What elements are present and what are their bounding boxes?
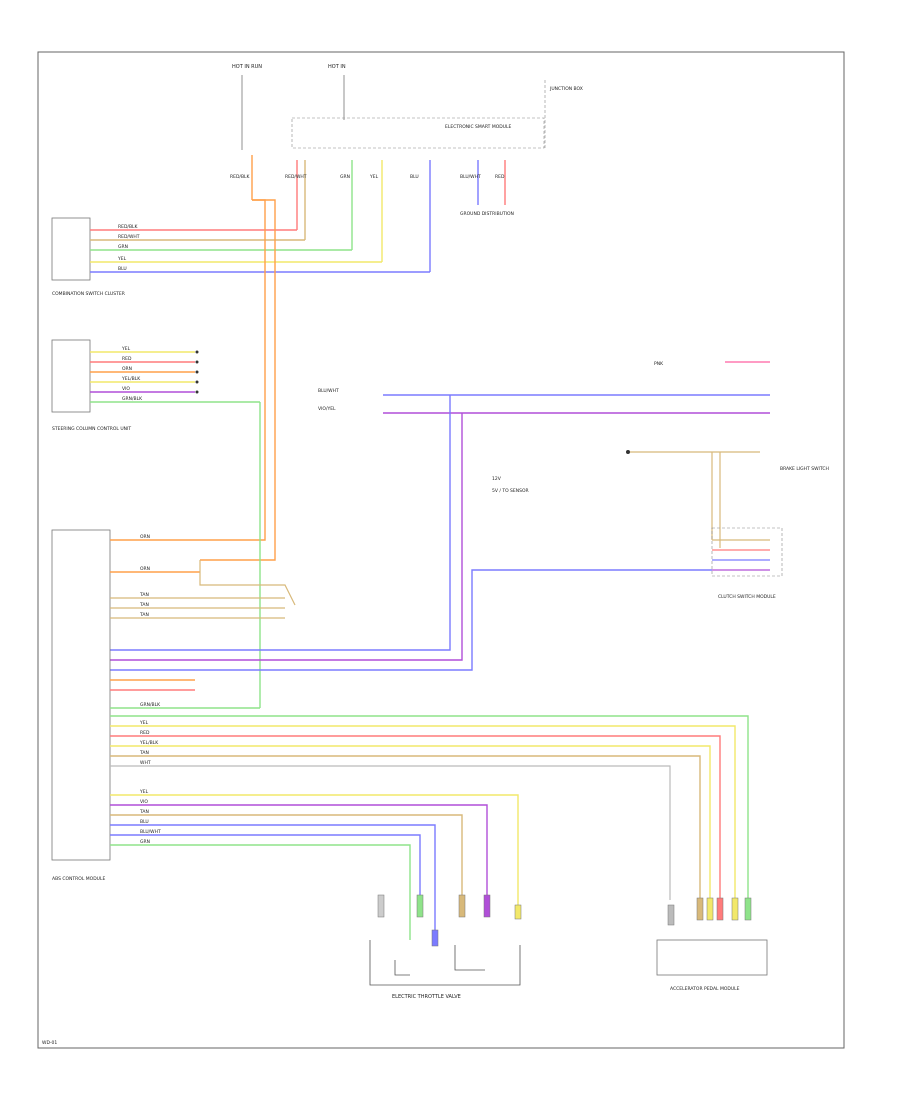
svg-text:VIO: VIO: [140, 799, 148, 805]
accel-pedal-pins: [667, 897, 752, 926]
steering-module-box: [51, 339, 91, 413]
combination-switch-box: [51, 217, 91, 281]
combination-switch-wires: RED/BLK RED/WHT GRN YEL BLU: [90, 224, 430, 273]
svg-text:TAN: TAN: [139, 750, 149, 756]
svg-text:ORN: ORN: [140, 534, 150, 540]
svg-text:GRN/BLK: GRN/BLK: [122, 396, 143, 402]
svg-text:BLU/WHT: BLU/WHT: [318, 388, 339, 394]
combination-switch-label: COMBINATION SWITCH CLUSTER: [52, 291, 125, 297]
abs-lower-wires: YEL VIO TAN BLU BLU/WHT GRN: [110, 789, 519, 940]
svg-text:BLU/WHT: BLU/WHT: [460, 174, 481, 180]
vertical-trunk-wires: [200, 199, 276, 708]
svg-text:YEL/BLK: YEL/BLK: [121, 376, 141, 382]
smart-module-label: ELECTRONIC SMART MODULE: [445, 124, 512, 130]
svg-text:TAN: TAN: [139, 602, 149, 608]
purple-drop: [110, 413, 463, 661]
svg-text:GRN: GRN: [140, 839, 150, 845]
svg-text:TAN: TAN: [139, 809, 149, 815]
svg-text:BLU/WHT: BLU/WHT: [140, 829, 161, 835]
svg-text:RED/BLK: RED/BLK: [118, 224, 139, 230]
clutch-switch-outline: [711, 527, 783, 577]
brake-switch-terminal: [626, 450, 630, 454]
svg-text:TAN: TAN: [139, 612, 149, 618]
svg-text:YEL: YEL: [139, 789, 149, 795]
svg-text:BLU: BLU: [410, 174, 419, 180]
brake-switch-label: BRAKE LIGHT SWITCH: [780, 466, 829, 472]
svg-text:GRN: GRN: [340, 174, 350, 180]
svg-text:BLU: BLU: [140, 819, 149, 825]
accel-pedal-label: ACCELERATOR PEDAL MODULE: [670, 986, 740, 992]
accel-pedal-box: [656, 939, 768, 976]
svg-text:YEL: YEL: [369, 174, 379, 180]
clutch-switch-wires: [110, 539, 770, 671]
abs-mid-wires: GRN/BLK YEL RED YEL/BLK TAN WHT: [110, 679, 749, 900]
abs-upper-wires: ORN ORN TAN TAN TAN: [110, 534, 296, 619]
abs-control-box: [51, 529, 111, 861]
steering-module-label: STEERING COLUMN CONTROL UNIT: [52, 426, 131, 432]
blue-drop: [110, 395, 451, 651]
smart-module-outline: [291, 117, 545, 149]
legend-5v: 5V / TO SENSOR: [492, 488, 529, 494]
footer-code: WD-01: [42, 1040, 57, 1046]
svg-text:ORN: ORN: [140, 566, 150, 572]
svg-text:YEL: YEL: [139, 720, 149, 726]
steering-module-wires: YEL RED ORN YEL/BLK VIO GRN/BLK: [90, 346, 260, 403]
svg-text:YEL: YEL: [121, 346, 131, 352]
junction-box-label: JUNCTION BOX: [549, 86, 583, 92]
ground-distribution-label: GROUND DISTRIBUTION: [460, 211, 514, 217]
svg-text:YEL: YEL: [117, 256, 127, 262]
svg-text:RED/WHT: RED/WHT: [285, 174, 307, 180]
svg-text:VIO/YEL: VIO/YEL: [318, 406, 336, 412]
svg-text:RED/BLK: RED/BLK: [230, 174, 251, 180]
svg-text:WHT: WHT: [140, 760, 151, 766]
clutch-switch-label: CLUTCH SWITCH MODULE: [718, 594, 776, 600]
svg-text:GRN/BLK: GRN/BLK: [140, 702, 161, 708]
svg-text:VIO: VIO: [122, 386, 130, 392]
svg-text:GRN: GRN: [118, 244, 128, 250]
svg-text:ORN: ORN: [122, 366, 132, 372]
svg-text:BLU: BLU: [118, 266, 127, 272]
abs-control-label: ABS CONTROL MODULE: [52, 876, 105, 882]
legend-12v: 12V: [492, 476, 502, 482]
throttle-label: ELECTRIC THROTTLE VALVE: [392, 994, 461, 1000]
throttle-connector: [369, 894, 522, 986]
svg-text:RED/WHT: RED/WHT: [118, 234, 140, 240]
fuse-hot-right-label: HOT IN: [328, 64, 346, 70]
svg-text:YEL/BLK: YEL/BLK: [139, 740, 159, 746]
top-wire-taps: RED/BLK RED/WHT GRN YEL BLU BLU/WHT RED …: [230, 155, 514, 272]
fuse-hot-left-label: HOT IN RUN: [232, 64, 262, 70]
svg-text:RED: RED: [122, 356, 132, 362]
svg-text:RED: RED: [495, 174, 505, 180]
svg-text:RED: RED: [140, 730, 150, 736]
svg-text:TAN: TAN: [139, 592, 149, 598]
right-top-label: PNK: [654, 361, 664, 367]
